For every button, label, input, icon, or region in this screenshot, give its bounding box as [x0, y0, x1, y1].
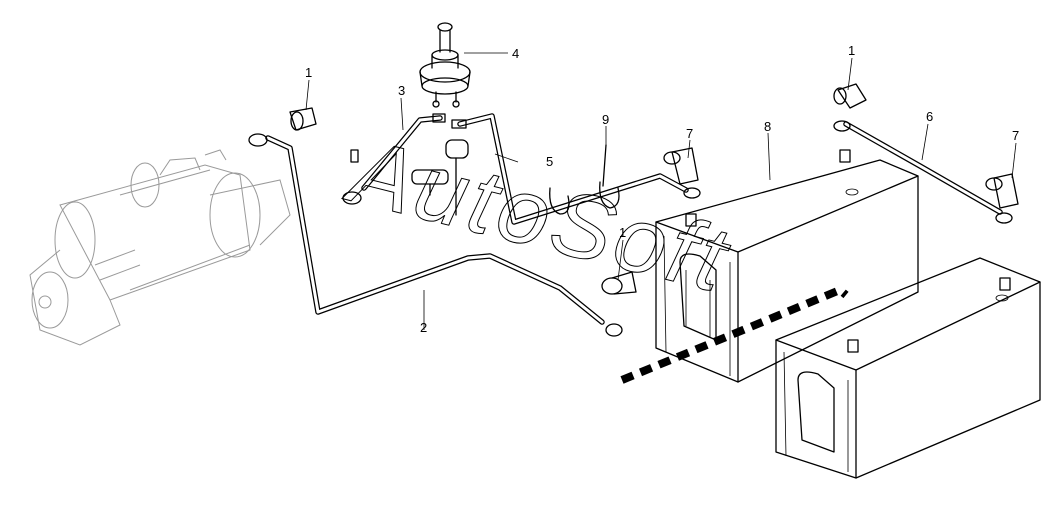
starter-motor	[29, 149, 291, 346]
cable-connector	[350, 139, 469, 216]
callout-4: 4	[512, 46, 519, 61]
cable-2	[265, 135, 605, 325]
leader-lines	[305, 52, 1017, 330]
callout-3: 3	[398, 83, 405, 98]
callout-7-left: 7	[686, 126, 693, 141]
callout-1-starter: 1	[305, 65, 312, 80]
callout-1-middle: 1	[619, 225, 626, 240]
callout-1-right: 1	[848, 43, 855, 58]
terminal-caps	[289, 83, 1019, 295]
cable-5	[457, 113, 689, 225]
callout-5: 5	[546, 154, 553, 169]
callout-8: 8	[764, 119, 771, 134]
battery-rear	[655, 149, 919, 383]
callout-7-right: 7	[1012, 128, 1019, 143]
cable-6	[843, 121, 1003, 215]
callout-6: 6	[926, 109, 933, 124]
callout-labels: 1 3 4 5 9 7 8 1 6 7 1 2	[305, 43, 1019, 335]
ground-strap	[620, 285, 849, 384]
callout-2: 2	[420, 320, 427, 335]
ring-terminals	[248, 113, 1013, 337]
callout-9: 9	[602, 112, 609, 127]
cable-clamps	[549, 144, 620, 215]
battery-master-switch	[419, 22, 471, 108]
battery-front	[775, 257, 1041, 479]
